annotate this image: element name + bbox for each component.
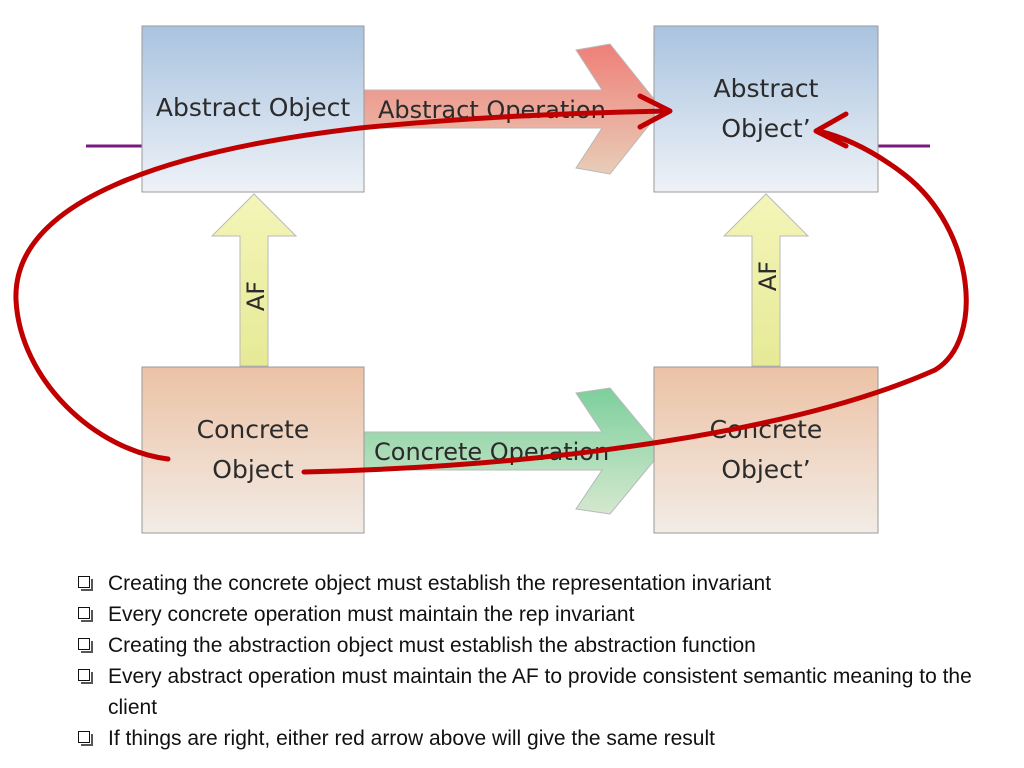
checkbox-bullet-icon	[78, 731, 93, 746]
bullet-item: If things are right, either red arrow ab…	[76, 723, 976, 754]
checkbox-bullet-icon	[78, 669, 93, 684]
concrete-object-prime-label-line2: Object’	[721, 455, 810, 484]
checkbox-bullet-icon	[78, 638, 93, 653]
abstract-object-prime-label-line1: Abstract	[714, 74, 819, 103]
bullet-text: Creating the abstraction object must est…	[108, 634, 756, 657]
af-right-label: AF	[754, 261, 782, 291]
bullet-item: Every concrete operation must maintain t…	[76, 599, 976, 630]
abstract-object-label: Abstract Object	[156, 93, 351, 122]
concrete-object-label-line2: Object	[212, 455, 294, 484]
af-arrow-right: AF	[722, 193, 810, 367]
bullet-text: If things are right, either red arrow ab…	[108, 727, 715, 750]
bullet-text: Every concrete operation must maintain t…	[108, 603, 635, 626]
concrete-object-label-line1: Concrete	[197, 415, 310, 444]
af-left-label: AF	[242, 281, 270, 311]
af-arrow-left: AF	[210, 193, 298, 367]
concrete-object-box: Concrete Object	[141, 366, 365, 534]
bullet-text: Creating the concrete object must establ…	[108, 572, 772, 595]
bullet-item: Creating the abstraction object must est…	[76, 630, 976, 661]
checkbox-bullet-icon	[78, 607, 93, 622]
checkbox-bullet-icon	[78, 576, 93, 591]
abstract-object-box: Abstract Object	[141, 25, 365, 193]
abstraction-diagram: Abstract Operation Concrete Operation AF…	[13, 25, 969, 534]
concrete-operation-arrow: Concrete Operation	[361, 387, 663, 515]
bullet-item: Creating the concrete object must establ…	[76, 568, 976, 599]
abstract-object-prime-box: Abstract Object’	[653, 25, 879, 193]
abstract-object-prime-label-line2: Object’	[721, 114, 810, 143]
concrete-object-prime-box: Concrete Object’	[653, 366, 879, 534]
bullet-item: Every abstract operation must maintain t…	[76, 661, 976, 723]
red-path-left	[13, 93, 673, 462]
abstract-operation-arrow: Abstract Operation	[361, 43, 663, 175]
bullet-text: Every abstract operation must maintain t…	[108, 665, 972, 719]
red-path-right	[301, 111, 969, 475]
bullet-list: Creating the concrete object must establ…	[76, 568, 976, 754]
